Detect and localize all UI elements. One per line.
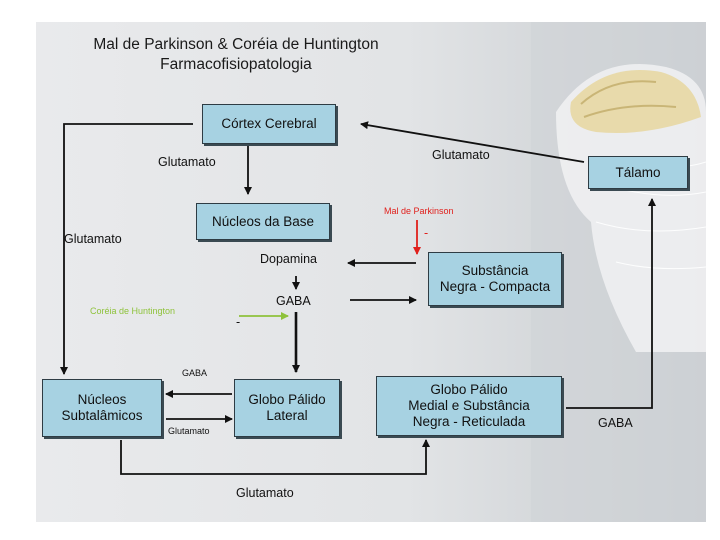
label-glutamato-cortex-base: Glutamato — [158, 155, 216, 169]
node-nucleos-da-base: Núcleos da Base — [196, 203, 330, 240]
arrow-globo-medial-to-talamo — [566, 199, 652, 408]
connections — [36, 22, 706, 522]
label-gaba-small: GABA — [182, 368, 207, 378]
label-glutamato-left: Glutamato — [64, 232, 122, 246]
label-glutamato-small: Glutamato — [168, 426, 210, 436]
label-gaba-center: GABA — [276, 294, 311, 308]
label-glutamato-bottom: Glutamato — [236, 486, 294, 500]
label-glutamato-talamo-cortex: Glutamato — [432, 148, 490, 162]
label-gaba-right: GABA — [598, 416, 633, 430]
label-coreia-de-huntington: Coréia de Huntington — [90, 306, 175, 316]
node-nucleos-subtalamicos: Núcleos Subtalâmicos — [42, 379, 162, 437]
arrow-subtalamicos-to-globo-medial — [121, 440, 426, 474]
node-talamo: Tálamo — [588, 156, 688, 189]
label-minus-huntington: - — [236, 315, 240, 329]
node-substancia-negra-compacta: Substância Negra - Compacta — [428, 252, 562, 306]
label-minus-parkinson: - — [424, 226, 428, 240]
node-globo-palido-medial: Globo Pálido Medial e Substância Negra -… — [376, 376, 562, 436]
label-dopamina: Dopamina — [260, 252, 317, 266]
slide: Mal de Parkinson & Coréia de Huntington … — [36, 22, 706, 522]
label-mal-de-parkinson: Mal de Parkinson — [384, 206, 454, 216]
node-cortex-cerebral: Córtex Cerebral — [202, 104, 336, 144]
node-globo-palido-lateral: Globo Pálido Lateral — [234, 379, 340, 437]
